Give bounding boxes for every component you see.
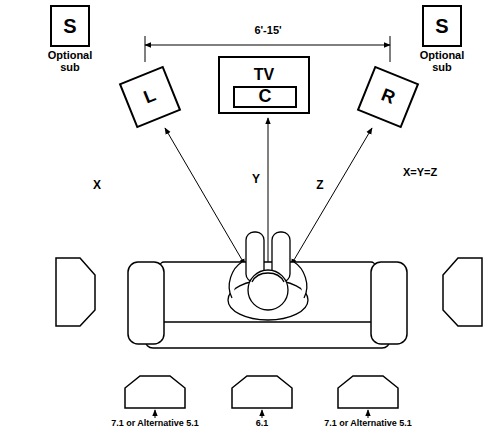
speaker-caption: 6.1 — [254, 419, 271, 429]
pointer-arrow — [368, 410, 369, 418]
left-speaker: L — [119, 66, 181, 128]
right-speaker: R — [357, 66, 419, 128]
node-title: R — [378, 85, 397, 108]
subwoofer-box: SOptional sub — [50, 5, 90, 47]
surround-speaker — [56, 258, 482, 408]
dimension-label: 6'-15' — [252, 24, 283, 36]
node-title: S — [63, 15, 76, 37]
listener — [228, 232, 308, 320]
pointer-arrow — [155, 410, 156, 418]
distance-label: X — [91, 179, 103, 192]
dimension-tick — [390, 36, 391, 62]
node-caption: Optional sub — [410, 49, 474, 73]
node-caption: Optional sub — [38, 49, 102, 73]
node-title: S — [435, 15, 448, 37]
subwoofer-box: SOptional sub — [422, 5, 462, 47]
node-title: C — [259, 87, 272, 107]
center-speaker: C — [233, 86, 297, 108]
pointer-arrow — [262, 410, 263, 418]
tv-box: TV C — [218, 56, 310, 114]
distance-label: Z — [314, 179, 325, 192]
node-title: L — [141, 86, 159, 108]
node-title: TV — [254, 66, 274, 84]
speaker-caption: 7.1 or Alternative 5.1 — [109, 419, 201, 429]
dimension-line — [145, 45, 390, 46]
distance-label: Y — [250, 173, 262, 186]
sofa — [128, 262, 407, 348]
distance-arrow — [291, 128, 372, 265]
distance-arrow — [165, 128, 245, 265]
dimension-tick — [145, 36, 146, 62]
speaker-caption: 7.1 or Alternative 5.1 — [322, 419, 414, 429]
equation-label: X=Y=Z — [401, 166, 439, 178]
distance-arrow — [268, 118, 269, 268]
